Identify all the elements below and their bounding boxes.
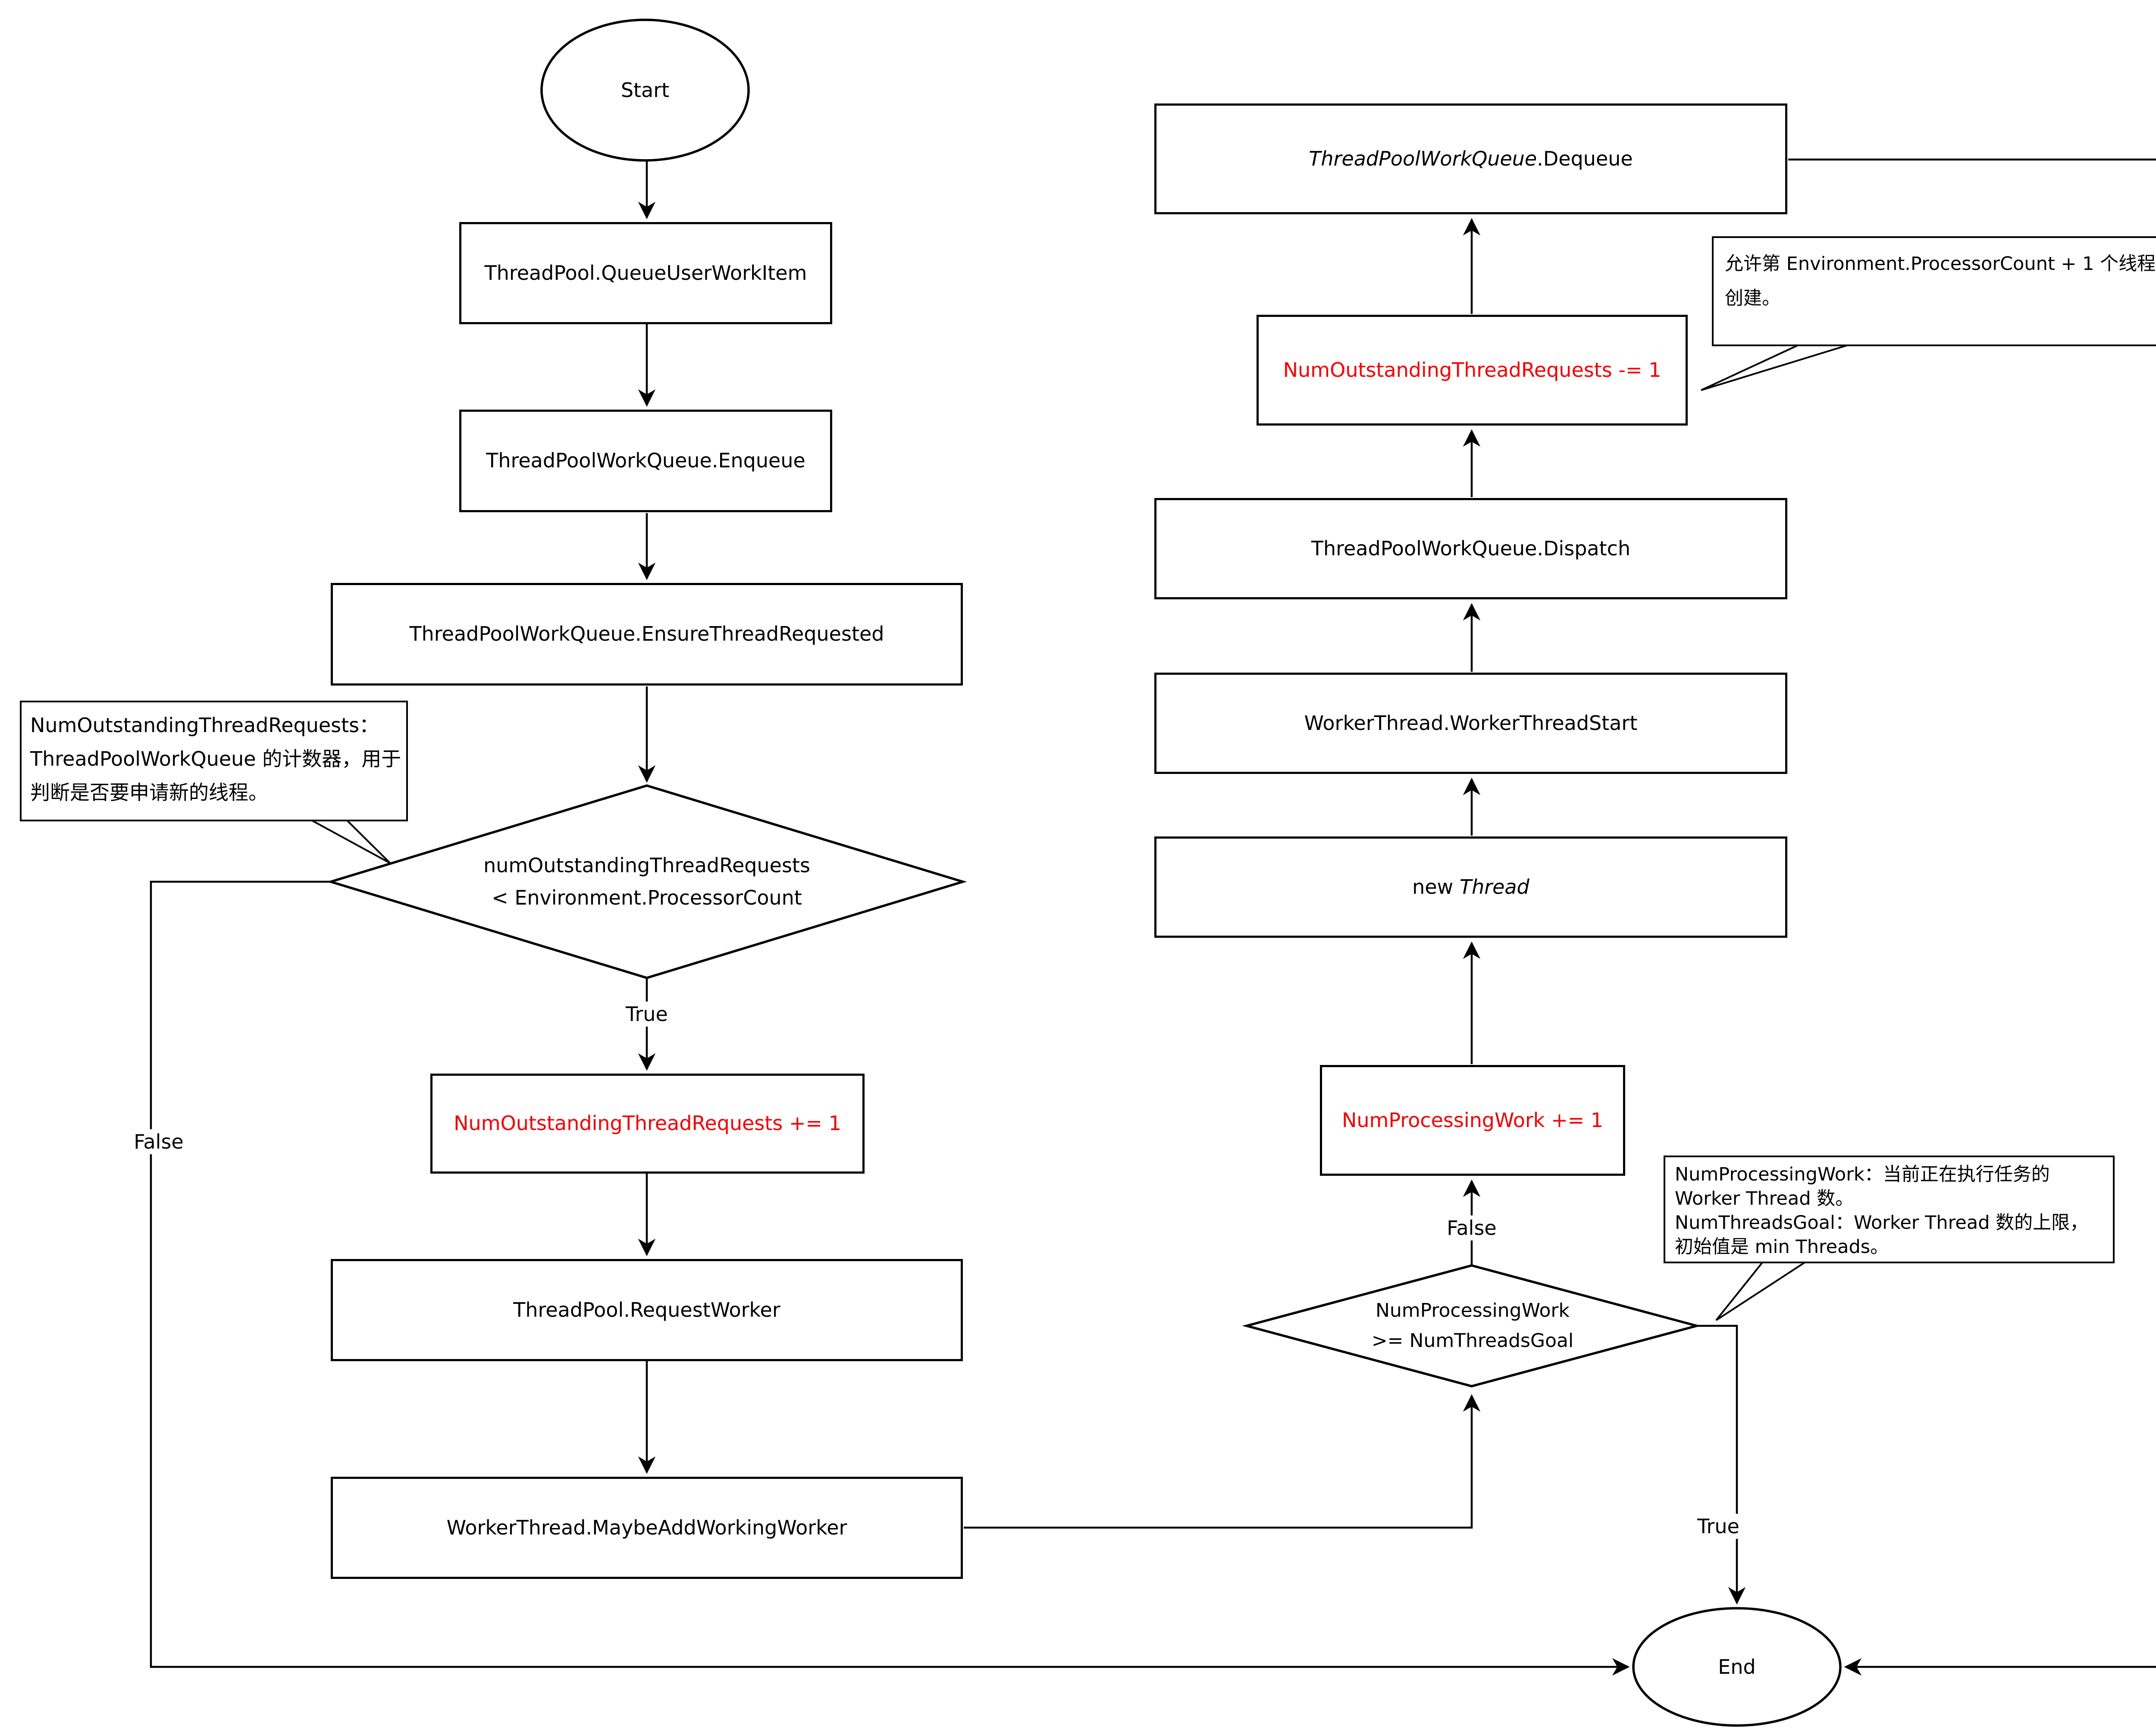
decision-processing-line1: NumProcessingWork [1375,1299,1570,1322]
node-increment-processing: NumProcessingWork += 1 [1320,1065,1625,1176]
node-queue-user-work-item: ThreadPool.QueueUserWorkItem [459,222,832,324]
annotation-processor-line2: 创建。 [1725,288,1780,309]
processing-note-tail [1715,1255,1816,1321]
node-maybe-add-working-worker-label: WorkerThread.MaybeAddWorkingWorker [446,1516,847,1539]
node-dispatch: ThreadPoolWorkQueue.Dispatch [1154,498,1787,599]
decision-processing-label: NumProcessingWork >= NumThreadsGoal [1276,1289,1669,1362]
decision-outstanding-line2: < Environment.ProcessorCount [492,886,802,909]
annotation-processing-line4: 初始值是 min Threads。 [1675,1236,1889,1258]
node-queue-user-work-item-label: ThreadPool.QueueUserWorkItem [484,261,807,285]
node-dequeue-label: ThreadPoolWorkQueue.Dequeue [1309,147,1633,172]
start-node-label: Start [620,78,670,102]
node-enqueue: ThreadPoolWorkQueue.Enqueue [459,410,832,512]
node-enqueue-label: ThreadPoolWorkQueue.Enqueue [486,449,805,473]
node-new-thread-label-prefix: new [1412,875,1454,899]
node-decrement-outstanding: NumOutstandingThreadRequests -= 1 [1257,315,1688,426]
node-decrement-outstanding-label: NumOutstandingThreadRequests -= 1 [1283,358,1661,382]
annotation-processing-line1: NumProcessingWork：当前正在执行任务的 [1675,1164,2050,1185]
node-increment-outstanding-label: NumOutstandingThreadRequests += 1 [454,1112,841,1135]
decision-outstanding-label: numOutstandingThreadRequests < Environme… [367,830,927,933]
annotation-outstanding-line2: ThreadPoolWorkQueue 的计数器，用于 [30,747,401,770]
node-request-worker: ThreadPool.RequestWorker [331,1259,963,1361]
decision-processing-diamond [1242,1264,1702,1387]
node-dispatch-label: ThreadPoolWorkQueue.Dispatch [1311,536,1631,560]
annotation-outstanding-note: NumOutstandingThreadRequests： ThreadPool… [20,701,408,821]
node-increment-outstanding: NumOutstandingThreadRequests += 1 [430,1074,865,1174]
decision-processing-line2: >= NumThreadsGoal [1371,1330,1574,1352]
edge-label-true-left: True [621,1002,672,1027]
node-dequeue: ThreadPoolWorkQueue.Dequeue [1154,103,1787,214]
node-request-worker-label: ThreadPool.RequestWorker [513,1298,780,1322]
edge-dequeue-to-end [1788,158,2156,1676]
node-new-thread-label-italic: Thread [1459,875,1529,899]
annotation-processing-line3: NumThreadsGoal：Worker Thread 数的上限， [1675,1212,2089,1234]
node-ensure-thread-requested-label: ThreadPoolWorkQueue.EnsureThreadRequeste… [409,622,884,646]
node-dequeue-label-italic: ThreadPoolWorkQueue [1309,147,1537,170]
edge-decision-false-to-end [150,880,1630,1676]
decision-outstanding-diamond [326,784,967,979]
annotation-processing-note: NumProcessingWork：当前正在执行任务的 Worker Threa… [1664,1156,2115,1263]
processor-note-tail [1701,342,1855,391]
node-increment-processing-label: NumProcessingWork += 1 [1341,1108,1604,1132]
edge-maybeadd-to-decision-processing [964,1394,1481,1529]
edge-label-true-right: True [1693,1514,1744,1539]
edge-decision-processing-true-to-end [1698,1325,1746,1605]
decision-outstanding-line1: numOutstandingThreadRequests [483,854,810,877]
end-ellipse [1632,1607,1842,1727]
annotation-outstanding-line3: 判断是否要申请新的线程。 [30,781,268,804]
node-worker-thread-start-label: WorkerThread.WorkerThreadStart [1304,711,1638,735]
edge-label-false-right: False [1442,1215,1501,1240]
end-node-label: End [1718,1655,1756,1679]
annotation-processing-line2: Worker Thread 数。 [1675,1188,1854,1209]
node-worker-thread-start: WorkerThread.WorkerThreadStart [1154,673,1787,774]
node-maybe-add-working-worker: WorkerThread.MaybeAddWorkingWorker [331,1477,963,1579]
annotation-processor-line1: 允许第 Environment.ProcessorCount + 1 个线程的 [1725,253,2156,275]
edge-label-false-left: False [129,1129,188,1154]
start-ellipse [540,19,750,162]
annotation-processor-note: 允许第 Environment.ProcessorCount + 1 个线程的 … [1712,236,2156,346]
node-dequeue-label-rest: .Dequeue [1537,147,1633,170]
node-ensure-thread-requested: ThreadPoolWorkQueue.EnsureThreadRequeste… [331,583,963,686]
annotation-outstanding-line1: NumOutstandingThreadRequests： [30,714,379,737]
outstanding-note-tail [309,818,391,864]
